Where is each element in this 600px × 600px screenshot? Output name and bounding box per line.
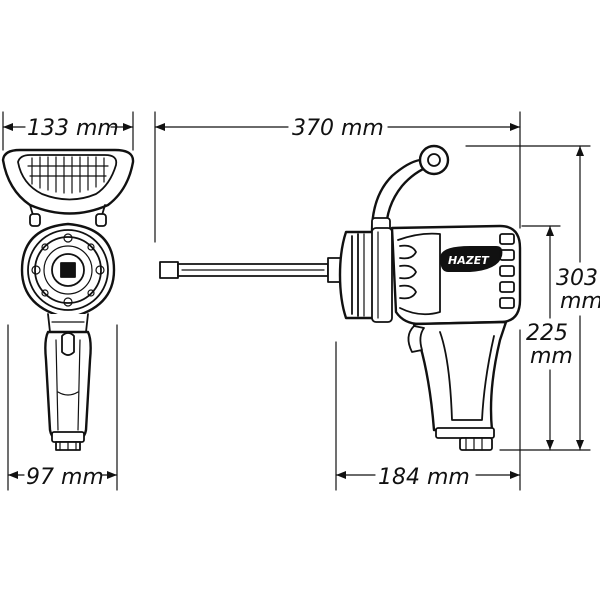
overall-height-value: 303 xyxy=(556,266,598,291)
front-view-tool xyxy=(1,148,135,451)
grip-width-label: 97 mm xyxy=(26,465,104,490)
trigger xyxy=(407,325,425,353)
side-view-tool: HAZET xyxy=(159,144,522,451)
pistol-grip xyxy=(412,320,508,432)
body-height-value: 225 xyxy=(526,321,568,346)
overall-length-label: 370 mm xyxy=(292,116,384,141)
body-length-label: 184 mm xyxy=(378,465,470,490)
square-drive xyxy=(159,261,179,279)
body-height-unit: mm xyxy=(530,344,573,369)
dimension-lines xyxy=(2,111,591,491)
brand-logo: HAZET xyxy=(448,254,490,267)
front-width-label: 133 mm xyxy=(27,116,119,141)
overall-height-unit: mm xyxy=(560,289,600,314)
brand-badge xyxy=(440,246,503,272)
